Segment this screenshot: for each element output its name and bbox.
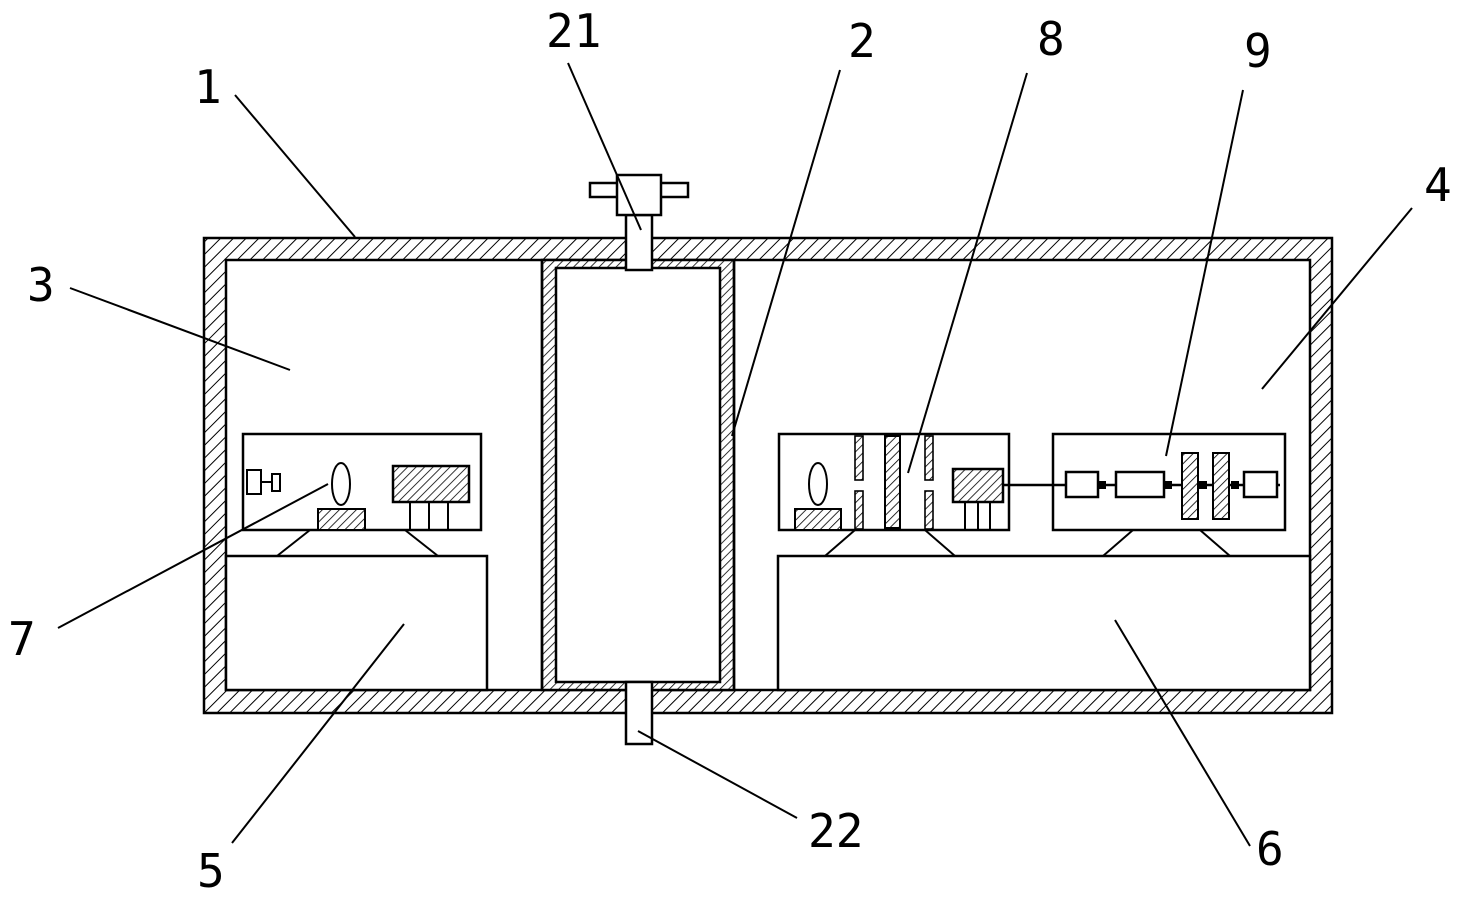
leader-7 xyxy=(57,483,329,629)
leader-1 xyxy=(234,94,356,238)
bottom-pipe xyxy=(624,680,654,746)
right-module-a xyxy=(777,432,1011,557)
label-3: 3 xyxy=(27,258,55,312)
middle-tube xyxy=(540,258,736,692)
label-22: 22 xyxy=(808,804,864,858)
label-6: 6 xyxy=(1256,822,1284,876)
leader-21 xyxy=(567,62,642,231)
left-module xyxy=(241,432,483,557)
label-4: 4 xyxy=(1424,158,1452,212)
label-8: 8 xyxy=(1037,12,1065,66)
leader-22 xyxy=(637,730,798,819)
lower-left-block xyxy=(224,554,489,692)
lower-right-block xyxy=(776,554,1312,692)
leader-8 xyxy=(907,72,1028,474)
leader-9 xyxy=(1165,89,1244,457)
label-9: 9 xyxy=(1244,24,1272,78)
leader-lines xyxy=(57,62,1413,847)
label-7: 7 xyxy=(8,612,36,666)
label-5: 5 xyxy=(197,844,225,898)
leader-3 xyxy=(69,287,291,371)
right-module-b xyxy=(1051,432,1287,557)
leader-5 xyxy=(231,623,405,844)
leader-6 xyxy=(1114,619,1251,847)
label-2: 2 xyxy=(848,14,876,68)
label-21: 21 xyxy=(546,4,602,58)
label-1: 1 xyxy=(194,60,222,114)
leader-4 xyxy=(1261,207,1413,390)
leader-2 xyxy=(731,69,841,437)
